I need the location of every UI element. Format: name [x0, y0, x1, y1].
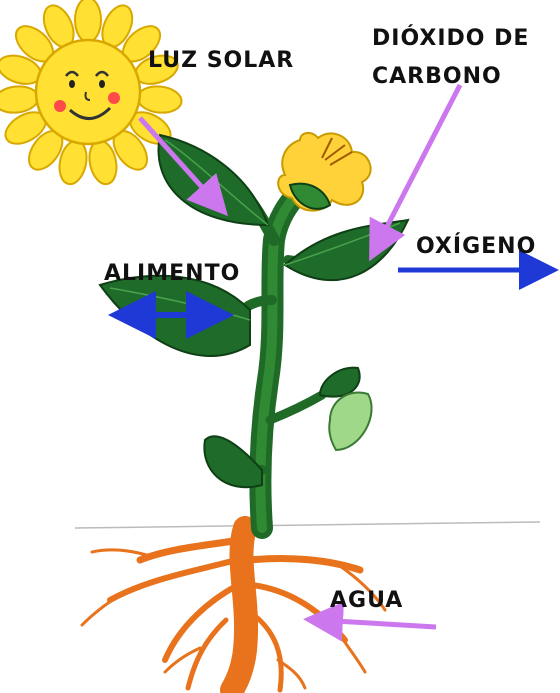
label-water: AGUA [330, 590, 403, 612]
leaf-light [329, 392, 371, 450]
label-food: ALIMENTO [104, 263, 240, 285]
flower-icon [278, 133, 370, 211]
ground-line [75, 522, 540, 528]
label-sunlight: LUZ SOLAR [148, 50, 294, 72]
label-oxygen: OXÍGENO [416, 236, 536, 258]
leaf-right [285, 220, 408, 280]
sun-icon [0, 0, 183, 187]
label-co2-line2: CARBONO [372, 66, 502, 88]
label-co2-line1: DIÓXIDO DE [372, 28, 529, 50]
co2-arrow [376, 85, 460, 248]
